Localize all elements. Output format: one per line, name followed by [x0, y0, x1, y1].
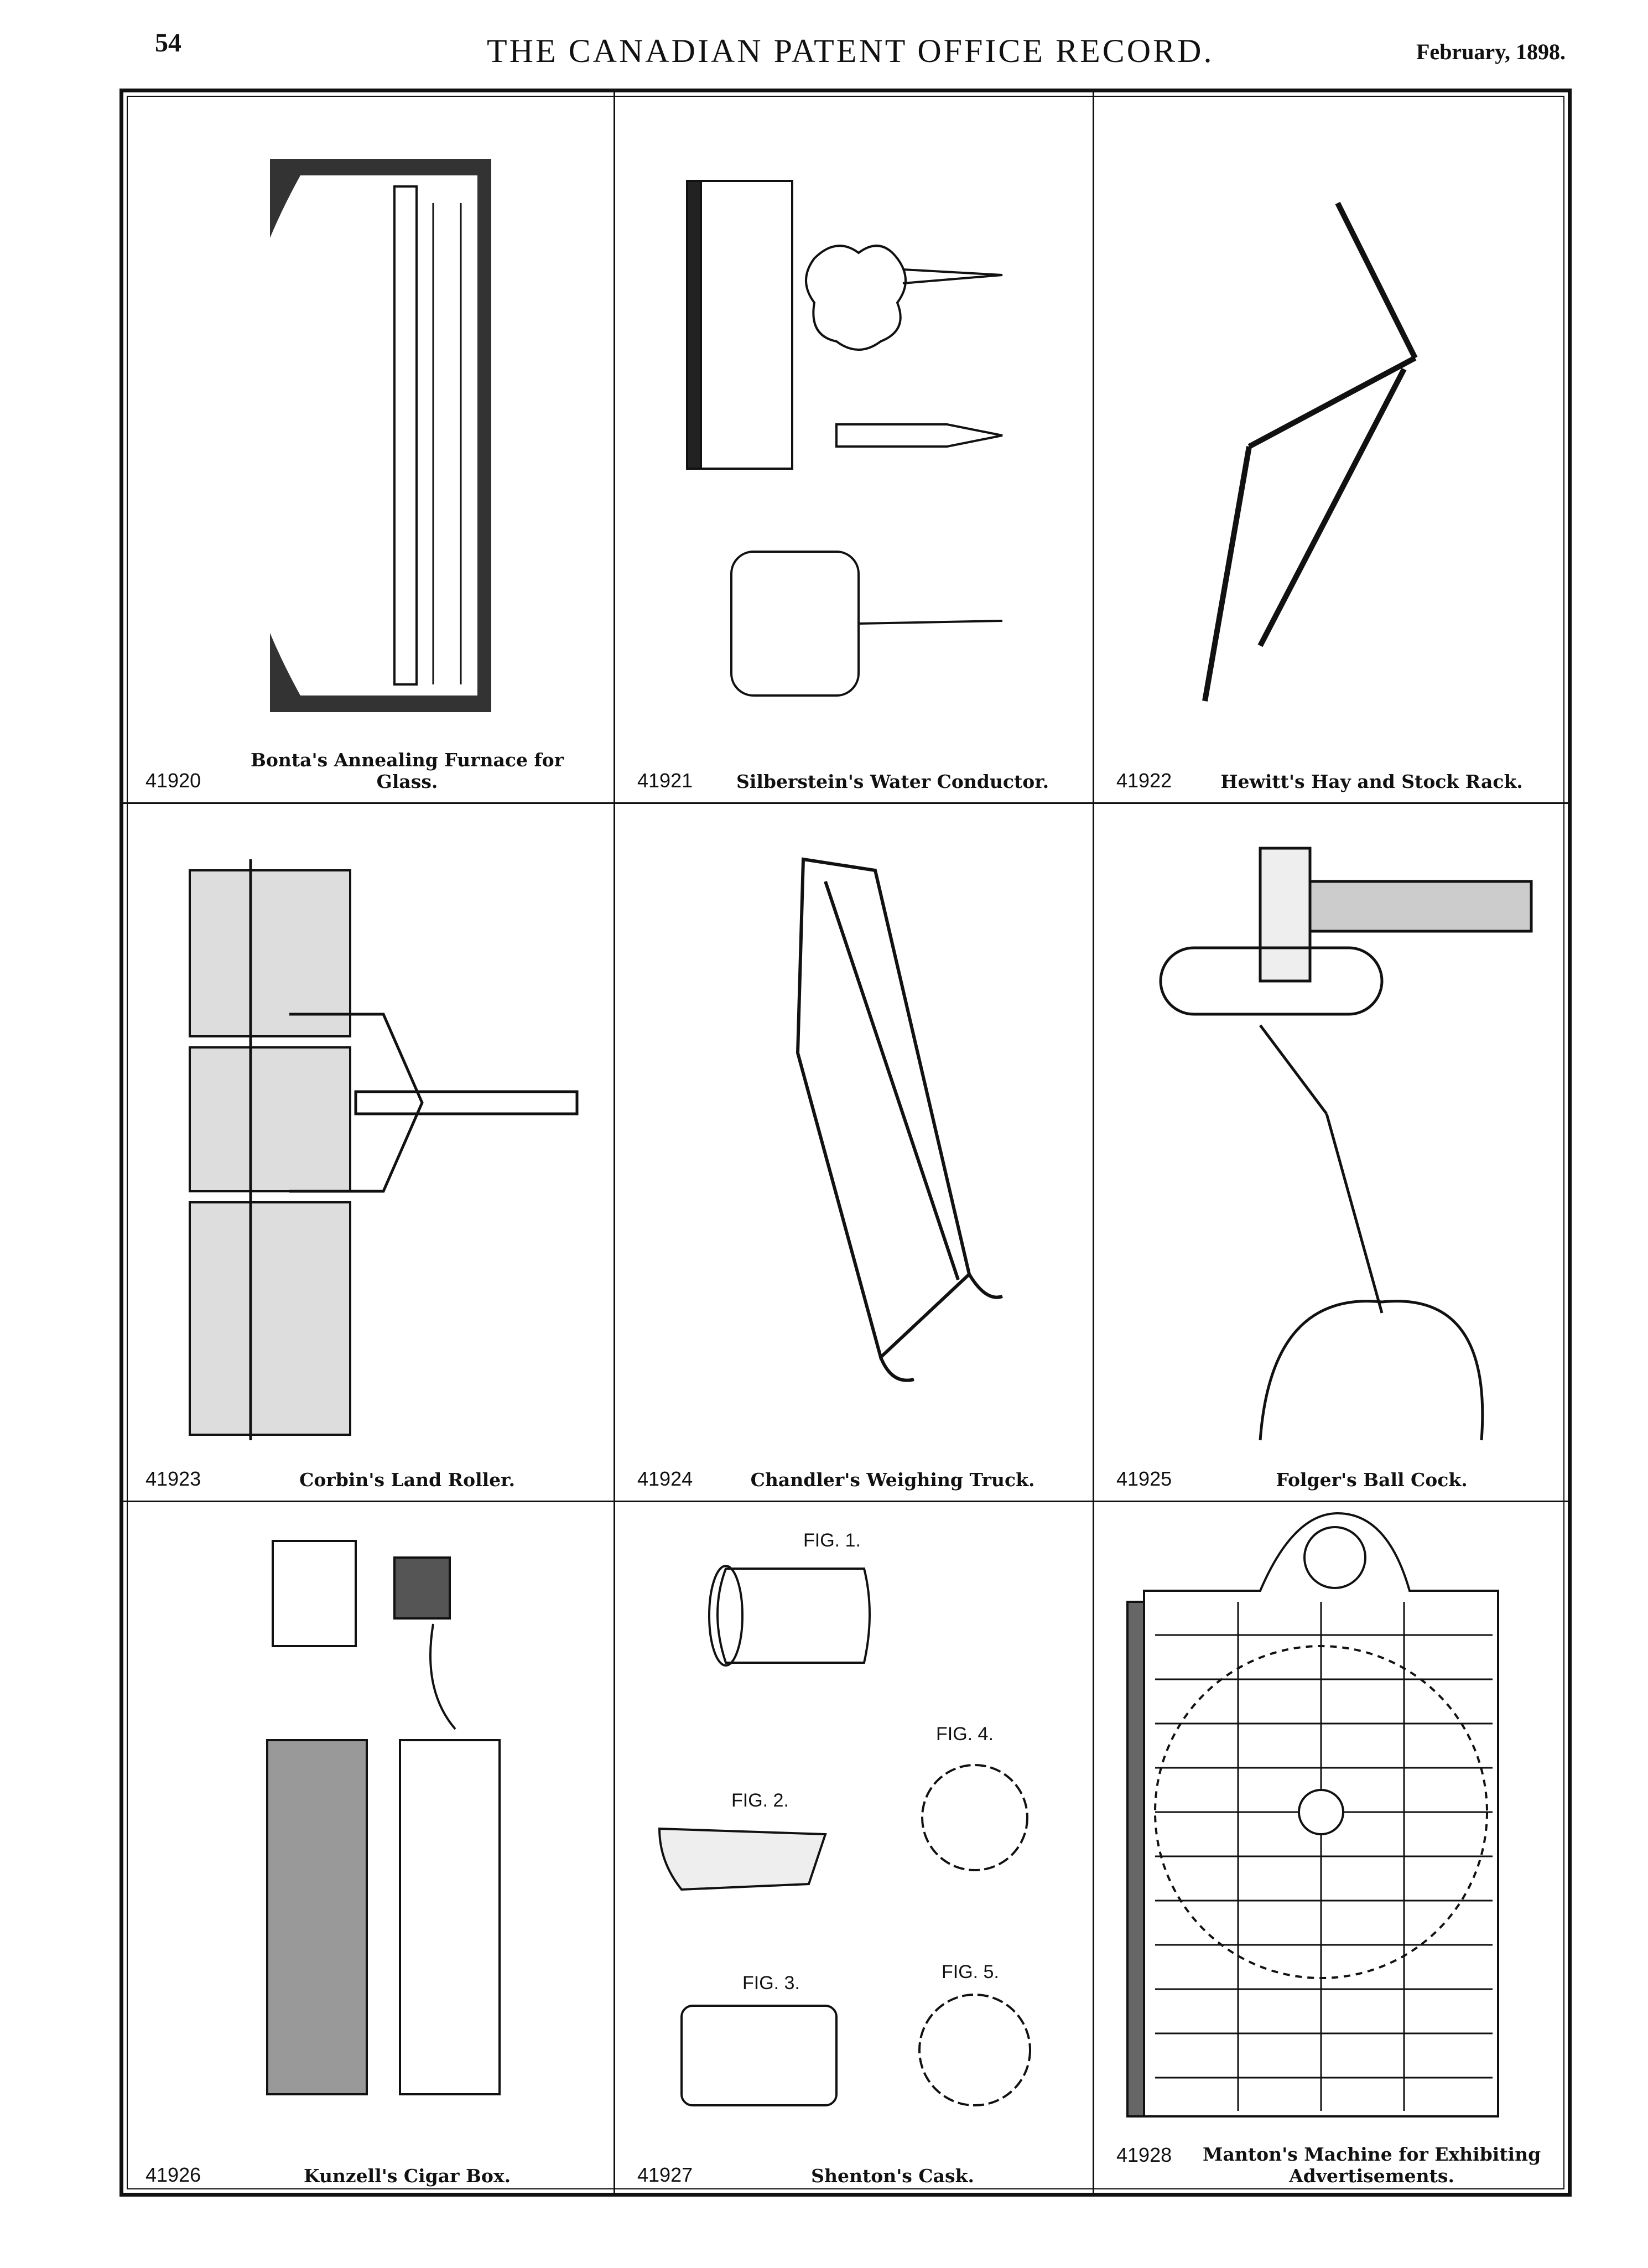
patent-caption: 41923 Corbin's Land Roller.: [123, 1467, 614, 1491]
fig-label: FIG. 2.: [731, 1790, 789, 1811]
page-number: 54: [155, 28, 181, 58]
patent-number: 41923: [145, 1467, 201, 1490]
patent-title: Manton's Machine for Exhibiting Advertis…: [1202, 2144, 1541, 2187]
cask-drawing: FIG. 1. FIG. 2. FIG. 4. FIG. 3. FIG. 5.: [658, 1530, 1031, 2106]
patent-caption: 41920 Bonta's Annealing Furnace for Glass…: [123, 749, 614, 792]
furnace-drawing: [228, 159, 491, 712]
ball-cock-drawing: [1159, 847, 1533, 1441]
row-divider: [123, 802, 1568, 804]
patent-caption: 41922 Hewitt's Hay and Stock Rack.: [1094, 769, 1572, 792]
patent-41921: 41921 Silberstein's Water Conductor.: [615, 92, 1093, 802]
column-divider: [614, 92, 615, 2193]
issue-date: February, 1898.: [1416, 39, 1566, 64]
patent-grid: 41920 Bonta's Annealing Furnace for Glass…: [119, 89, 1572, 2197]
land-roller-drawing: [189, 859, 579, 1440]
patent-41920: 41920 Bonta's Annealing Furnace for Glass…: [123, 92, 614, 802]
weighing-truck-drawing: [796, 857, 1003, 1382]
patent-title: Chandler's Weighing Truck.: [750, 1469, 1035, 1491]
patent-title: Corbin's Land Roller.: [299, 1469, 516, 1491]
patent-41927: FIG. 1. FIG. 2. FIG. 4. FIG. 3. FIG. 5. …: [615, 1502, 1093, 2197]
fig-label: FIG. 3.: [742, 1973, 800, 1994]
page-title: THE CANADIAN PATENT OFFICE RECORD.: [487, 33, 1214, 69]
water-conductor-drawing: [686, 180, 1003, 697]
hay-rack-drawing: [1202, 201, 1418, 702]
fig-label: FIG. 1.: [803, 1530, 861, 1551]
cigar-box-drawing: [266, 1540, 501, 2095]
fig-label: FIG. 5.: [942, 1961, 999, 1982]
patent-caption: 41921 Silberstein's Water Conductor.: [615, 769, 1093, 792]
patent-number: 41921: [637, 769, 693, 792]
patent-title: Kunzell's Cigar Box.: [303, 2165, 511, 2187]
fig-label: FIG. 4.: [936, 1724, 994, 1745]
patent-title: Folger's Ball Cock.: [1276, 1469, 1468, 1491]
patent-41924: 41924 Chandler's Weighing Truck.: [615, 804, 1093, 1501]
patent-title: Silberstein's Water Conductor.: [736, 771, 1049, 792]
patent-number: 41927: [637, 2163, 693, 2186]
patent-41923: 41923 Corbin's Land Roller.: [123, 804, 614, 1501]
patent-title: Shenton's Cask.: [811, 2165, 974, 2187]
patent-41926: 41926 Kunzell's Cigar Box.: [123, 1502, 614, 2197]
patent-41928: 41928 Manton's Machine for Exhibiting Adv…: [1094, 1502, 1572, 2197]
patent-number: 41925: [1116, 1467, 1172, 1490]
patent-title: Bonta's Annealing Furnace for Glass.: [251, 749, 564, 792]
patent-41925: 41925 Folger's Ball Cock.: [1094, 804, 1572, 1501]
patent-number: 41922: [1116, 769, 1172, 792]
patent-title: Hewitt's Hay and Stock Rack.: [1220, 771, 1523, 792]
patent-caption: 41926 Kunzell's Cigar Box.: [123, 2163, 614, 2187]
patent-caption: 41925 Folger's Ball Cock.: [1094, 1467, 1572, 1491]
patent-number: 41926: [145, 2163, 201, 2186]
patent-number: 41920: [145, 769, 201, 792]
patent-number: 41928: [1116, 2144, 1172, 2166]
row-divider: [123, 1501, 1568, 1502]
patent-caption: 41924 Chandler's Weighing Truck.: [615, 1467, 1093, 1491]
patent-caption: 41927 Shenton's Cask.: [615, 2163, 1093, 2187]
patent-caption: 41928 Manton's Machine for Exhibiting Adv…: [1094, 2144, 1572, 2187]
column-divider: [1093, 92, 1094, 2193]
advertising-machine-drawing: [1126, 1512, 1499, 2118]
patent-number: 41924: [637, 1467, 693, 1490]
patent-41922: 41922 Hewitt's Hay and Stock Rack.: [1094, 92, 1572, 802]
